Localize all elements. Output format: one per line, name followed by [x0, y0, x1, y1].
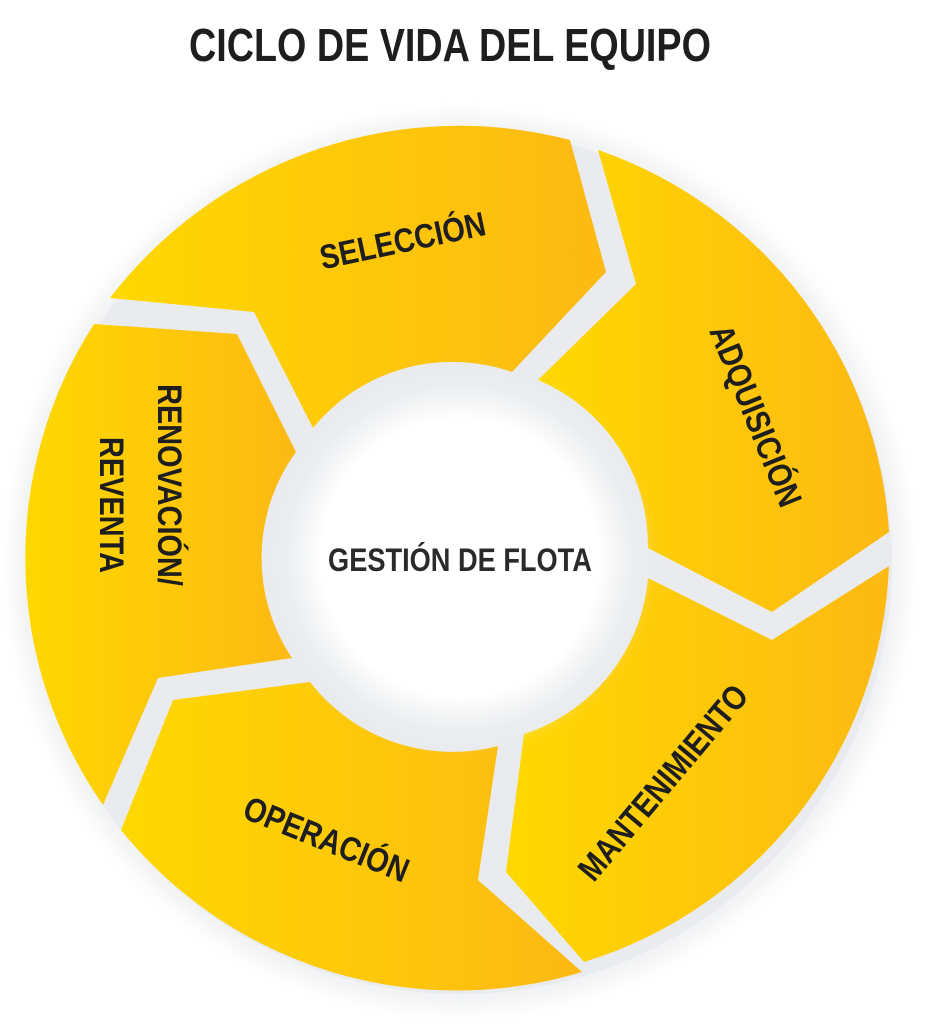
- segment-label-renovacion-line1: RENOVACIÓN/: [150, 384, 189, 586]
- segment-label-renovacion-line2: REVENTA: [92, 437, 131, 573]
- diagram-title: CICLO DE VIDA DEL EQUIPO: [189, 19, 711, 71]
- segment-operacion[interactable]: OPERACIÓN: [121, 682, 582, 991]
- center-hub: GESTIÓN DE FLOTA: [282, 380, 638, 736]
- center-label: GESTIÓN DE FLOTA: [328, 542, 592, 579]
- segment-mantenimiento[interactable]: MANTENIMIENTO: [506, 566, 889, 962]
- segment-renovacion[interactable]: RENOVACIÓN/ REVENTA: [25, 324, 296, 805]
- segment-adquisicion[interactable]: ADQUISICIÓN: [538, 150, 889, 612]
- segment-seleccion[interactable]: SELECCIÓN: [110, 125, 606, 428]
